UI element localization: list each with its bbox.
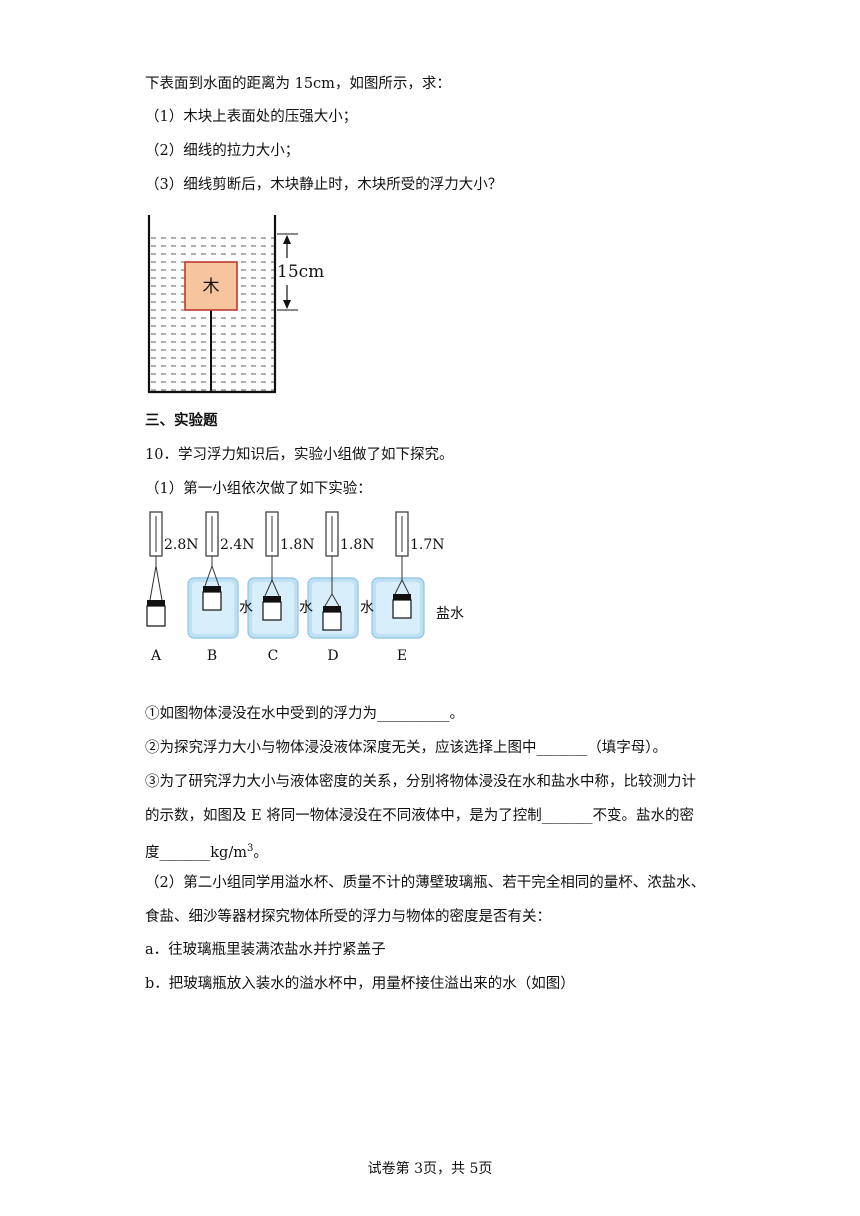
step-a: a．往玻璃瓶里装满浓盐水并拧紧盖子 [145,942,386,958]
fill-blank-1: ①如图物体浸没在水中受到的浮力为__________。 [145,706,464,722]
liquid-label-e: 盐水 [436,606,464,622]
arrow-up-icon [283,235,291,244]
question-part-3: （3）细线剪断后，木块静止时，木块所受的浮力大小？ [145,177,503,193]
reading-b: 2.4N [220,537,255,553]
letter-b: B [207,648,217,664]
density-suffix: 。 [253,844,268,861]
question-part-1: （1）木块上表面处的压强大小； [145,109,358,125]
block-in-water-figure: 木 15cm [147,215,324,394]
scale-d [322,511,342,631]
page-footer: 试卷第 3页，共 5页 [367,1161,493,1177]
depth-label: 15cm [277,262,324,282]
fill-blank-2: ②为探究浮力大小与物体浸没液体深度无关，应该选择上图中_______（填字母）。 [145,740,667,756]
density-exponent: 3 [246,843,254,854]
reading-c: 1.8N [280,537,315,553]
reading-a: 2.8N [164,537,199,553]
scale-a [146,511,166,627]
question-10-part-1: （1）第一小组依次做了如下实验： [145,481,372,497]
question-10: 10．学习浮力知识后，实验小组做了如下探究。 [145,447,454,463]
text-line-1: 下表面到水面的距离为 15cm，如图所示，求： [145,76,451,92]
question-part-2: （2）细线的拉力大小； [145,143,300,159]
section-heading: 三、实验题 [145,412,218,429]
liquid-label-d: 水 [360,600,374,616]
fill-blank-3-density: 度_______kg/m3。 [145,839,268,863]
step-b: b．把玻璃瓶放入装水的溢水杯中，用量杯接住溢出来的水（如图） [145,976,575,992]
arrow-down-icon [283,300,291,309]
liquid-label-c: 水 [299,600,313,616]
reading-e: 1.7N [410,537,445,553]
wood-block [184,261,238,311]
letter-a: A [150,648,162,664]
scale-c [262,511,282,621]
letter-e: E [397,648,407,664]
density-prefix: 度_______kg/m [145,844,247,861]
letter-d: D [327,648,338,664]
liquid-label-b: 水 [239,600,253,616]
letter-c: C [268,648,279,664]
question-10-part-2-cont: 食盐、细沙等器材探究物体所受的浮力与物体的密度是否有关： [145,909,551,925]
scale-e [392,511,412,619]
fill-blank-3: ③为了研究浮力大小与液体密度的关系，分别将物体浸没在水和盐水中称，比较测力计 [145,774,696,790]
question-10-part-2: （2）第二小组同学用溢水杯、质量不计的薄壁玻璃瓶、若干完全相同的量杯、浓盐水、 [145,875,706,891]
wood-block-label: 木 [203,277,220,297]
reading-d: 1.8N [340,537,375,553]
fill-blank-3-cont: 的示数，如图及 E 将同一物体浸没在不同液体中，是为了控制_______不变。盐… [145,808,695,824]
scale-b [202,511,222,611]
spring-scale-experiment-figure: 2.8N 2.4N 1.8N 1.8N 1.7N 水 水 水 盐水 A B C … [146,511,464,664]
